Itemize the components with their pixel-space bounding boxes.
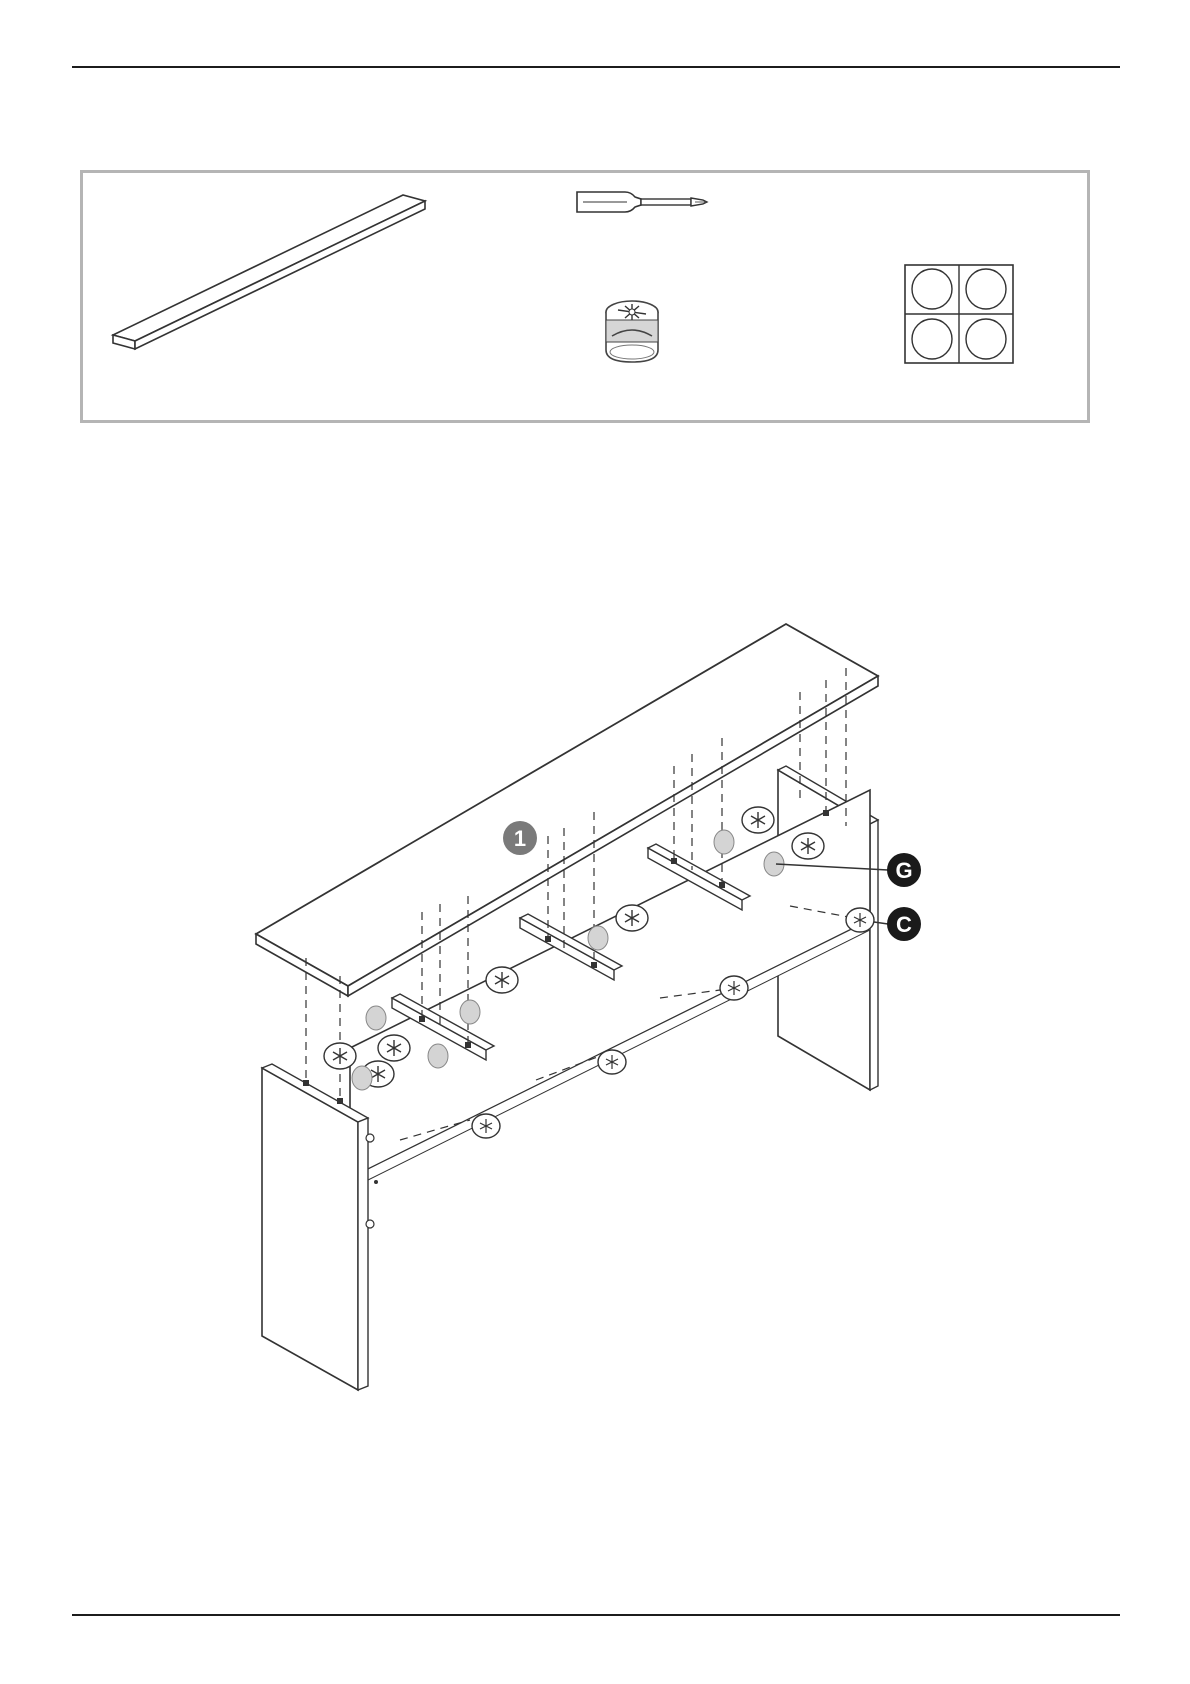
assembly-diagram: 1 G C	[0, 600, 1190, 1400]
cam-lock-fitting-icon	[598, 296, 666, 368]
svg-text:1: 1	[514, 826, 526, 851]
long-board-panel-icon	[109, 183, 429, 368]
phillips-screwdriver-icon	[573, 185, 713, 219]
svg-text:G: G	[895, 858, 912, 883]
parts-box	[80, 170, 1090, 423]
cover-cap-sheet-icon	[903, 263, 1015, 365]
part-number-badge: 1	[503, 821, 537, 855]
svg-text:C: C	[896, 912, 912, 937]
bottom-rule	[72, 1614, 1120, 1616]
callout-c: C	[874, 907, 921, 941]
top-rule	[72, 66, 1120, 68]
